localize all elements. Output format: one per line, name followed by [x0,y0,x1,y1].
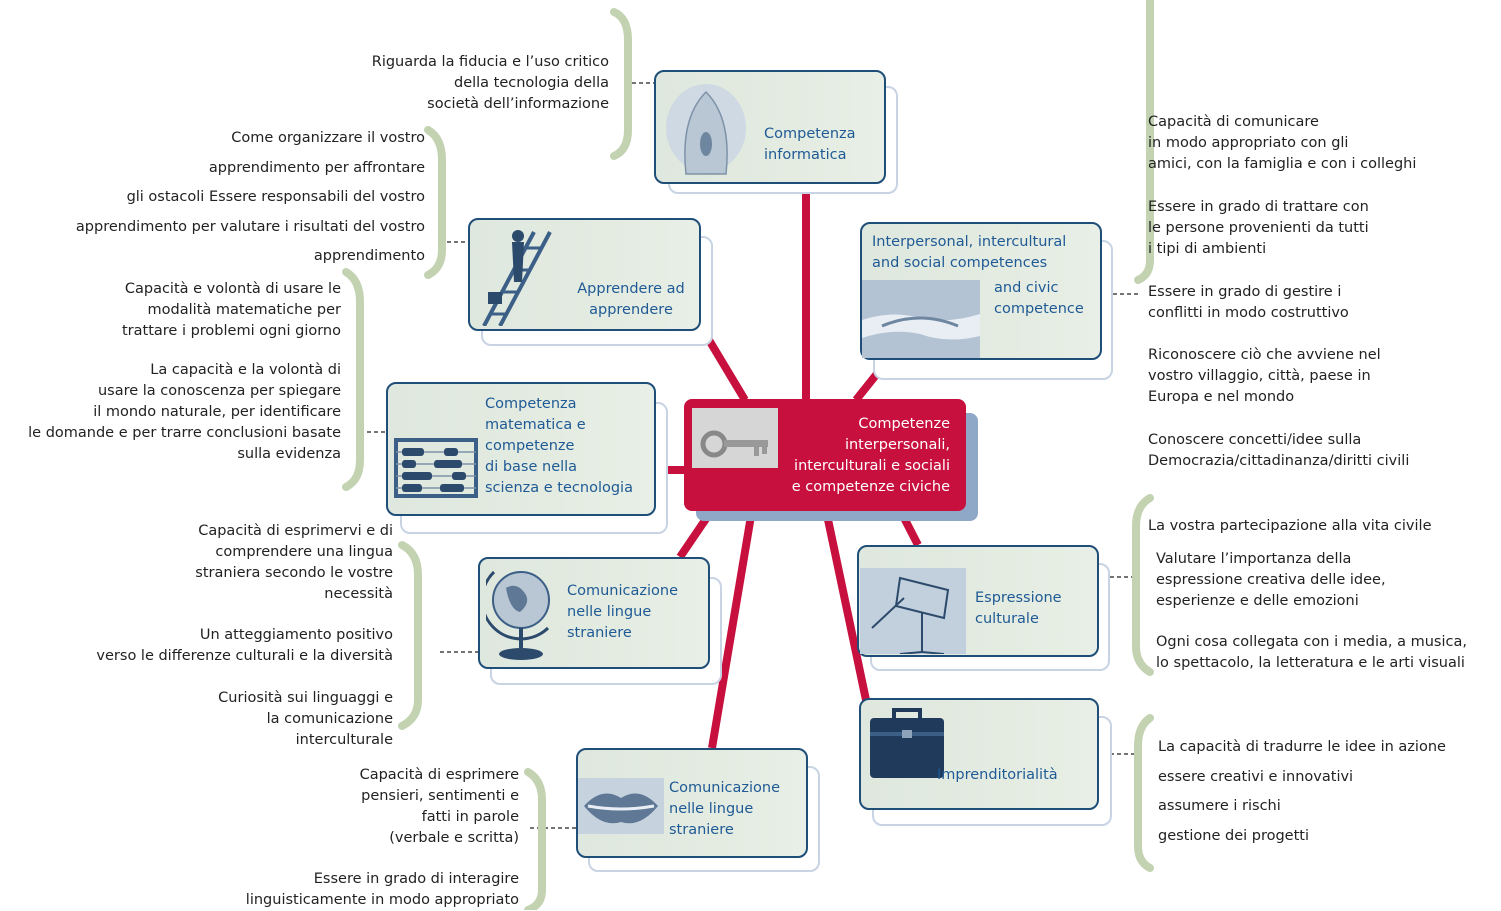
note-culturale-c: Ogni cosa collegata con i media, a music… [1156,634,1467,671]
note-lingue-c: Curiosità sui linguaggi e la comunicazio… [218,690,393,748]
note-apprendere: Come organizzare il vostro apprendimento… [75,130,425,264]
globe-icon [486,570,550,660]
note-matematica-b: La capacità e la volontà di usare la con… [28,362,341,462]
node-matematica-label: Competenza matematica e competenze di ba… [485,396,633,496]
note-informatica: Riguarda la fiducia e l’uso critico dell… [371,54,609,112]
brace-apprendere [424,126,446,279]
brace-madre [524,768,546,910]
handshake-icon [862,280,980,358]
node-lingue-globe-label: Comunicazione nelle lingue straniere [567,583,679,641]
ladder-climber-icon [482,230,552,326]
node-culturale-label: Espressione culturale [975,590,1062,627]
note-interpersonal-c: Essere in grado di gestire i conflitti i… [1148,284,1349,321]
braces [342,0,1154,910]
note-imprenditorialita: La capacità di tradurre le idee in azion… [1158,739,1446,844]
lips-icon [578,778,664,834]
key-icon [692,408,778,468]
node-apprendere-label: Apprendere ad apprendere [577,281,685,318]
note-culturale-b: Valutare l’importanza della espressione … [1156,551,1386,609]
node-interpersonal-label-top: Interpersonal, intercultural and social … [872,234,1067,271]
abacus-icon [394,438,478,498]
computer-mouse-icon [666,84,746,175]
center-label: Competenze interpersonali, intercultural… [791,416,950,495]
node-interpersonal-label-bottom: and civic competence [994,280,1084,317]
note-matematica-a: Capacità e volontà di usare le modalità … [121,281,341,339]
brace-imprenditorialita [1134,714,1154,872]
node-informatica-label: Competenza informatica [764,126,856,163]
brace-informatica [610,8,632,160]
node-imprenditorialita-label: Imprenditorialità [937,767,1058,783]
note-madre-b: Essere in grado di interagire linguistic… [245,871,519,908]
note-lingue-a: Capacità di esprimervi e di comprendere … [195,523,393,602]
note-madre-a: Capacità di esprimere pensieri, sentimen… [359,767,519,846]
brace-interpersonal [1134,0,1154,284]
note-interpersonal-b: Essere in grado di trattare con le perso… [1148,199,1369,257]
note-lingue-b: Un atteggiamento positivo verso le diffe… [96,627,393,664]
note-interpersonal-d: Riconoscere ciò che avviene nel vostro v… [1148,347,1381,405]
spoke-imprenditorialita [822,509,870,701]
note-interpersonal-e: Conoscere concetti/idee sulla Democrazia… [1148,432,1410,469]
node-lingue-lips-label: Comunicazione nelle lingue straniere [669,780,781,838]
node-matematica[interactable] [386,382,656,516]
spoke-lingue-lips [708,509,756,749]
note-interpersonal-a: Capacità di comunicare in modo appropria… [1148,114,1417,172]
briefcase-icon [870,708,944,778]
brace-matematica [342,268,364,491]
music-stand-icon [860,568,966,654]
node-lingue-lips[interactable] [576,748,808,858]
brace-culturale [1132,494,1154,676]
note-culturale-a: La vostra partecipazione alla vita civil… [1148,518,1432,534]
brace-lingue [398,541,422,730]
